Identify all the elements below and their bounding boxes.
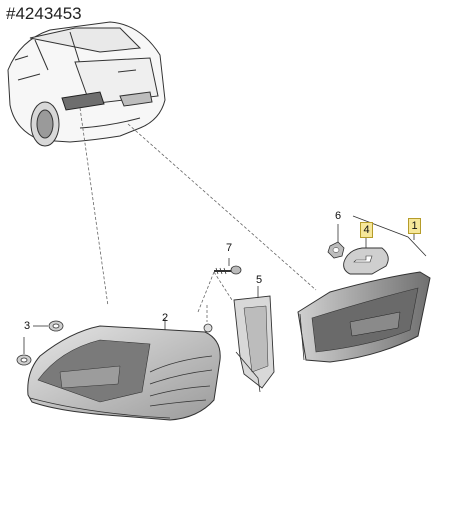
callout-4: 4 <box>360 222 373 238</box>
callout-1: 1 <box>408 218 421 234</box>
outer-tail-lamp <box>27 323 221 421</box>
callout-5: 5 <box>255 274 263 286</box>
callout-7: 7 <box>225 242 233 254</box>
callout-3: 3 <box>23 320 31 332</box>
screw-leader-lines <box>197 271 233 313</box>
grommet-parts <box>16 320 64 366</box>
bracket-part <box>233 295 275 393</box>
leader-lines <box>79 107 317 307</box>
inner-tail-lamp <box>297 271 431 363</box>
vehicle-overview <box>7 21 166 147</box>
screw-part <box>214 265 242 275</box>
callout-6: 6 <box>334 210 342 222</box>
nut-part <box>327 241 345 259</box>
callout-2: 2 <box>161 312 169 324</box>
gasket-part <box>343 247 389 275</box>
diagram-id-label: #4243453 <box>6 4 82 23</box>
